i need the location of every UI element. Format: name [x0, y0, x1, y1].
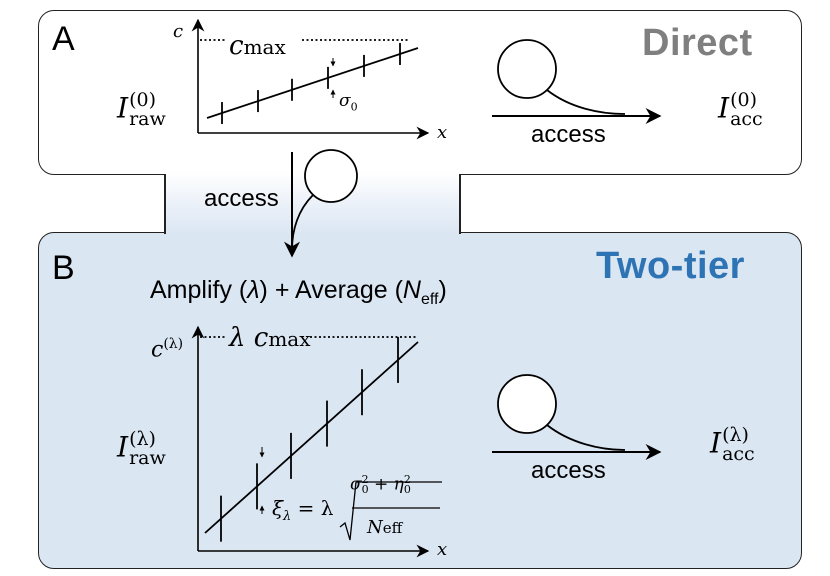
panel-a-access-label: access: [531, 121, 606, 148]
connector-loop-tail: [291, 194, 314, 251]
panel-a-ylabel: c: [173, 21, 184, 42]
panel-b-loop-tail: [546, 424, 626, 451]
panel-b-plot: [191, 325, 442, 558]
panel-b-xlabel: x: [437, 539, 448, 560]
panel-b-cap-label: λ cmax: [229, 323, 311, 353]
panel-b-title: Two-tier: [596, 245, 745, 287]
panel-b-letter: B: [52, 249, 75, 287]
connector-left-edge: [164, 174, 166, 234]
panel-a-error-bars: [221, 42, 401, 125]
panel-a-output-label: I(0)acc: [718, 89, 763, 130]
panel-a-loop-circle: [497, 39, 557, 99]
connector-access-label: access: [204, 185, 279, 212]
panel-b-heading: Amplify (λ) + Average (Neff): [150, 276, 447, 308]
panel-b-error-bars: [220, 336, 399, 542]
panel-two-tier: [38, 232, 802, 569]
panel-b-access-arrow: [492, 374, 662, 460]
connector-right-edge: [459, 174, 461, 234]
panel-b-output-label: I(λ)acc: [710, 424, 755, 465]
connector-loop-circle: [304, 149, 358, 203]
panel-a-plot: [191, 18, 430, 140]
panel-a-input-label: I(0)raw: [117, 89, 166, 130]
panel-a-trend-line: [206, 47, 419, 119]
panel-b-ylabel: c(λ): [151, 336, 184, 363]
panel-a-loop-tail: [546, 89, 626, 115]
panel-b-trend-line: [204, 341, 419, 534]
panel-b-xi-label: ξλ = λ: [272, 496, 334, 524]
panel-b-loop-circle: [497, 374, 557, 434]
panel-b-input-label: I(λ)raw: [117, 428, 166, 469]
panel-a-sigma-label: σ0: [339, 91, 358, 114]
panel-b-formula-denominator: Neff: [367, 517, 403, 538]
panel-a-letter: A: [52, 20, 75, 58]
connector-access-arrow: [284, 149, 358, 258]
panel-a-title: Direct: [642, 22, 753, 64]
panel-a-xlabel: x: [437, 122, 448, 143]
panel-a-access-arrow: [492, 39, 662, 124]
panel-b-access-label: access: [531, 457, 606, 484]
panel-b-formula-sqrt: [339, 481, 442, 541]
panel-a-cap-label: cmax: [229, 31, 286, 61]
panel-direct: [38, 10, 802, 175]
